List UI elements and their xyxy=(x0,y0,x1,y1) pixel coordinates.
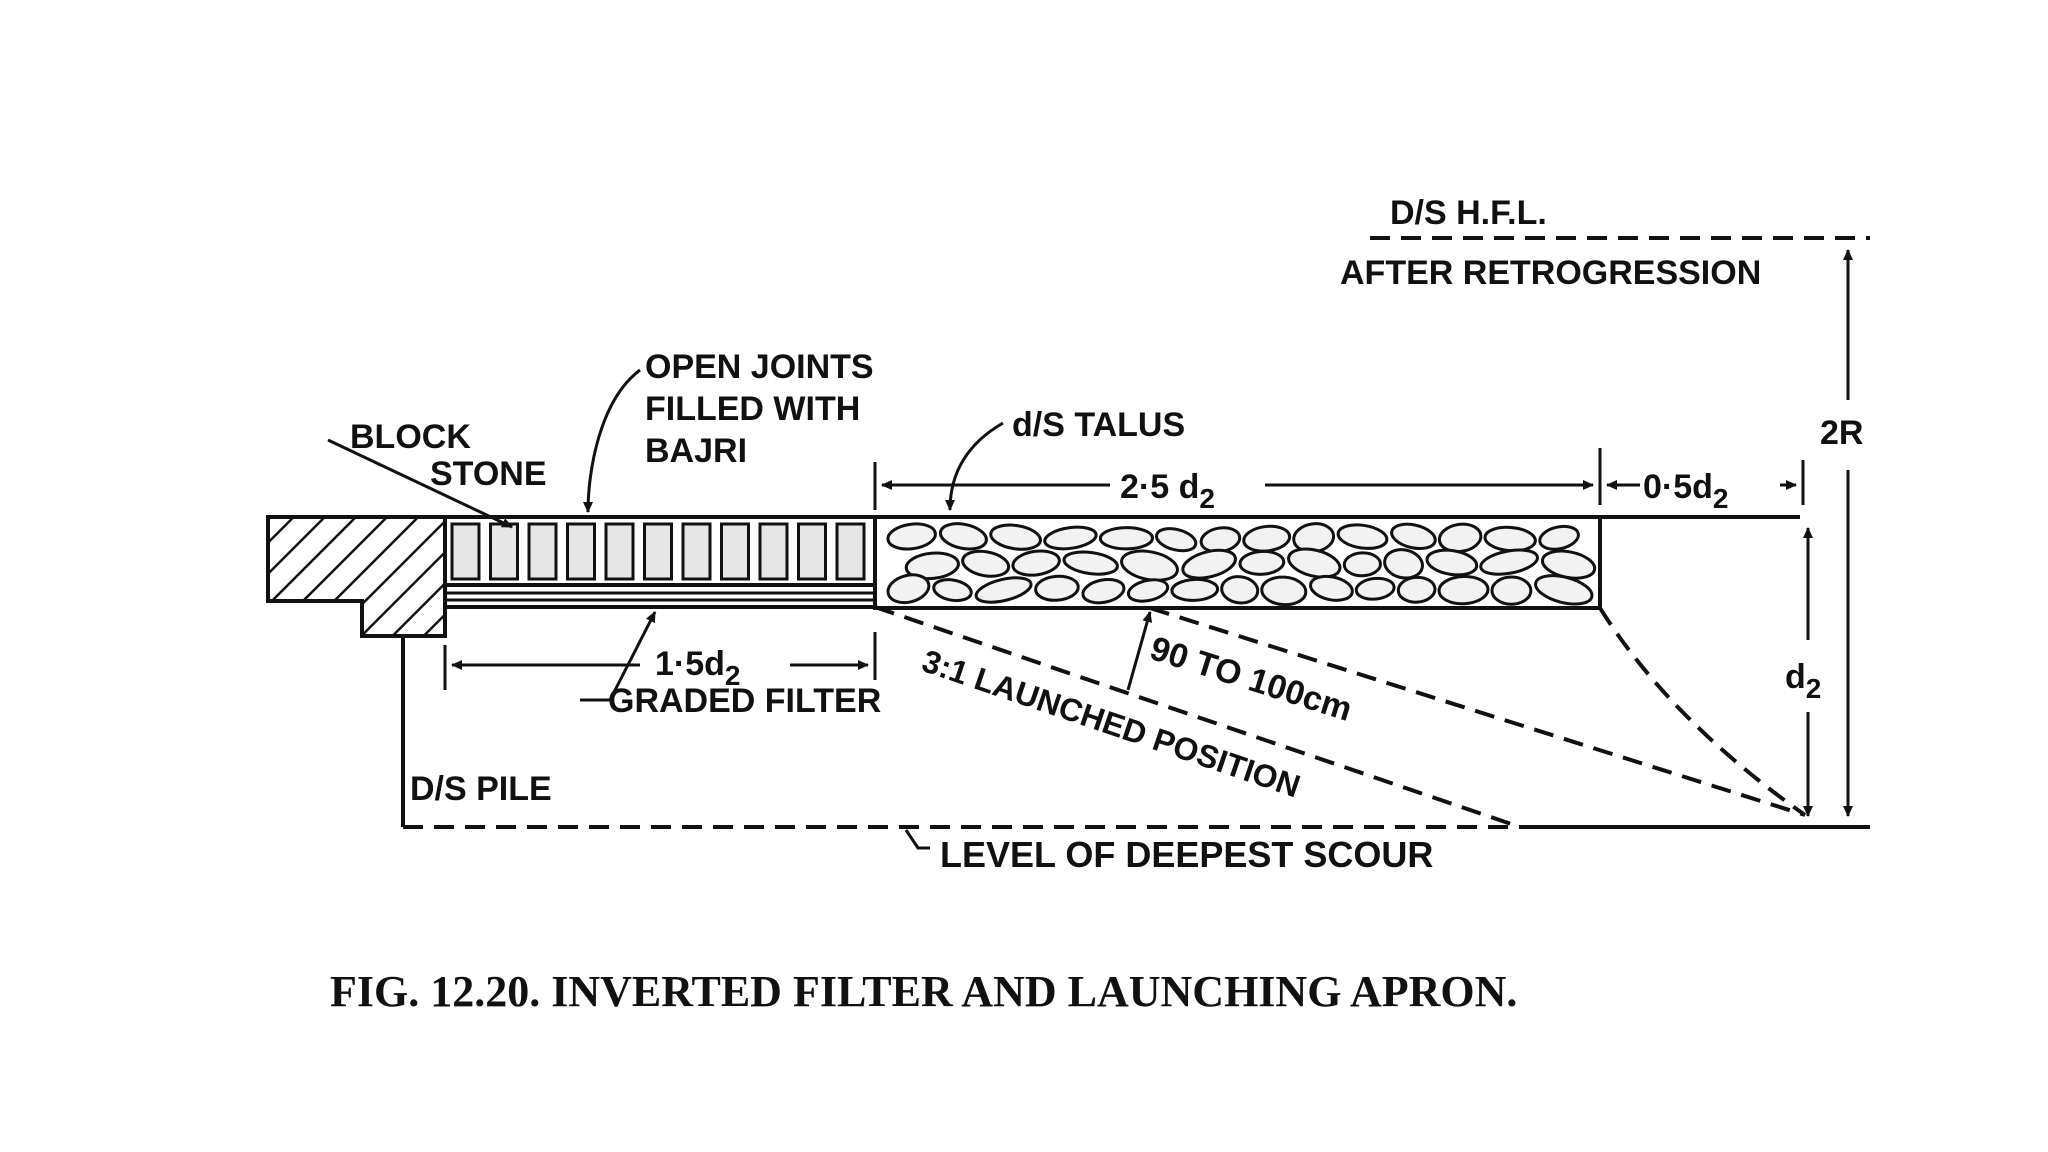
talus-stones xyxy=(873,515,1602,610)
talus-stone xyxy=(1126,578,1170,603)
talus-stone xyxy=(1425,548,1479,577)
open-joints-leader xyxy=(583,368,641,513)
talus-stone xyxy=(932,578,973,603)
stone-block xyxy=(720,522,750,581)
stone-blocks xyxy=(450,522,866,581)
talus-stone xyxy=(1242,524,1292,553)
talus-stone xyxy=(1538,524,1580,551)
talus-stone xyxy=(1309,574,1354,602)
talus-stone xyxy=(1336,523,1389,550)
talus-stone xyxy=(1062,550,1119,576)
hfl-label: D/S H.F.L. xyxy=(1390,194,1547,232)
figure-caption: FIG. 12.20. INVERTED FILTER AND LAUNCHIN… xyxy=(330,967,1517,1016)
talus-stone xyxy=(1154,527,1198,553)
talus-label: d/S TALUS xyxy=(1012,406,1185,444)
stone-block xyxy=(450,522,481,581)
ds-pile-label: D/S PILE xyxy=(410,770,552,808)
after-retrogression-label: AFTER RETROGRESSION xyxy=(1340,254,1761,292)
launched-position-lower xyxy=(874,605,1521,829)
talus-end-curve xyxy=(1598,606,1807,817)
talus-stone xyxy=(989,523,1042,551)
dim-25d2-label: 2·5 d2 xyxy=(1120,468,1215,514)
talus-stone xyxy=(1220,575,1260,605)
stone-block xyxy=(643,522,673,581)
open-joints-label-line1: OPEN JOINTS xyxy=(645,348,874,386)
talus-stone xyxy=(886,522,937,551)
talus-stone xyxy=(1534,574,1594,606)
launched-position-upper xyxy=(1149,606,1806,817)
talus-stone xyxy=(1170,577,1220,602)
talus-stone xyxy=(1390,522,1437,551)
talus-boulders xyxy=(886,522,1597,607)
talus-stone xyxy=(1098,526,1154,551)
block-label: BLOCK xyxy=(350,418,471,456)
deepest-scour-label: LEVEL OF DEEPEST SCOUR xyxy=(940,834,1433,875)
scour-leader xyxy=(904,829,930,850)
talus-stone xyxy=(1081,577,1126,605)
stone-block xyxy=(835,522,866,581)
graded-filter-leader xyxy=(580,611,657,702)
stone-block xyxy=(489,522,519,581)
talus-stone xyxy=(1483,525,1537,553)
talus-stone xyxy=(1354,576,1396,601)
talus-stone xyxy=(1287,547,1342,579)
talus-stone xyxy=(1383,548,1424,580)
talus-stone xyxy=(938,522,988,551)
talus-stone xyxy=(974,576,1033,604)
graded-filter-label: GRADED FILTER xyxy=(608,682,881,720)
talus-stone xyxy=(1034,574,1080,602)
concrete-floor xyxy=(266,515,447,638)
dimension-25d2 xyxy=(873,448,1602,510)
talus-stone xyxy=(1342,551,1382,578)
talus-stone xyxy=(1437,574,1490,606)
dim-15d2-label: 1·5d2 xyxy=(655,645,741,691)
talus-stone xyxy=(904,551,960,581)
open-joints-label-line3: BAJRI xyxy=(645,432,747,470)
talus-stone xyxy=(1181,548,1237,580)
stone-block xyxy=(681,522,712,581)
stone-block xyxy=(566,522,596,581)
open-joints-label-line2: FILLED WITH xyxy=(645,390,860,428)
thickness-label: 90 TO 100cm xyxy=(1146,629,1357,728)
talus-stone xyxy=(961,549,1011,578)
stone-block xyxy=(758,522,789,581)
talus-stone xyxy=(1238,549,1286,576)
talus-leader xyxy=(945,421,1004,511)
stone-block xyxy=(527,522,558,581)
dimension-15d2 xyxy=(443,632,877,690)
d2-label: d2 xyxy=(1785,658,1821,704)
talus-stone xyxy=(1396,575,1437,604)
stone-block xyxy=(797,522,827,581)
talus-stone xyxy=(886,573,931,605)
block-stone-leader xyxy=(327,438,513,529)
stone-label: STONE xyxy=(430,455,547,493)
talus-stone xyxy=(1043,525,1098,551)
talus-stone xyxy=(1490,575,1533,606)
stone-block xyxy=(604,522,635,581)
dimension-05d2 xyxy=(1606,460,1805,505)
talus-stone xyxy=(1260,575,1308,607)
two-r-label: 2R xyxy=(1820,414,1863,452)
dimension-thickness xyxy=(1126,611,1153,691)
dim-05d2-label: 0·5d2 xyxy=(1643,468,1729,514)
talus-stone xyxy=(1011,549,1061,577)
talus-stone xyxy=(1479,548,1539,576)
block-stone-apron xyxy=(443,515,877,609)
